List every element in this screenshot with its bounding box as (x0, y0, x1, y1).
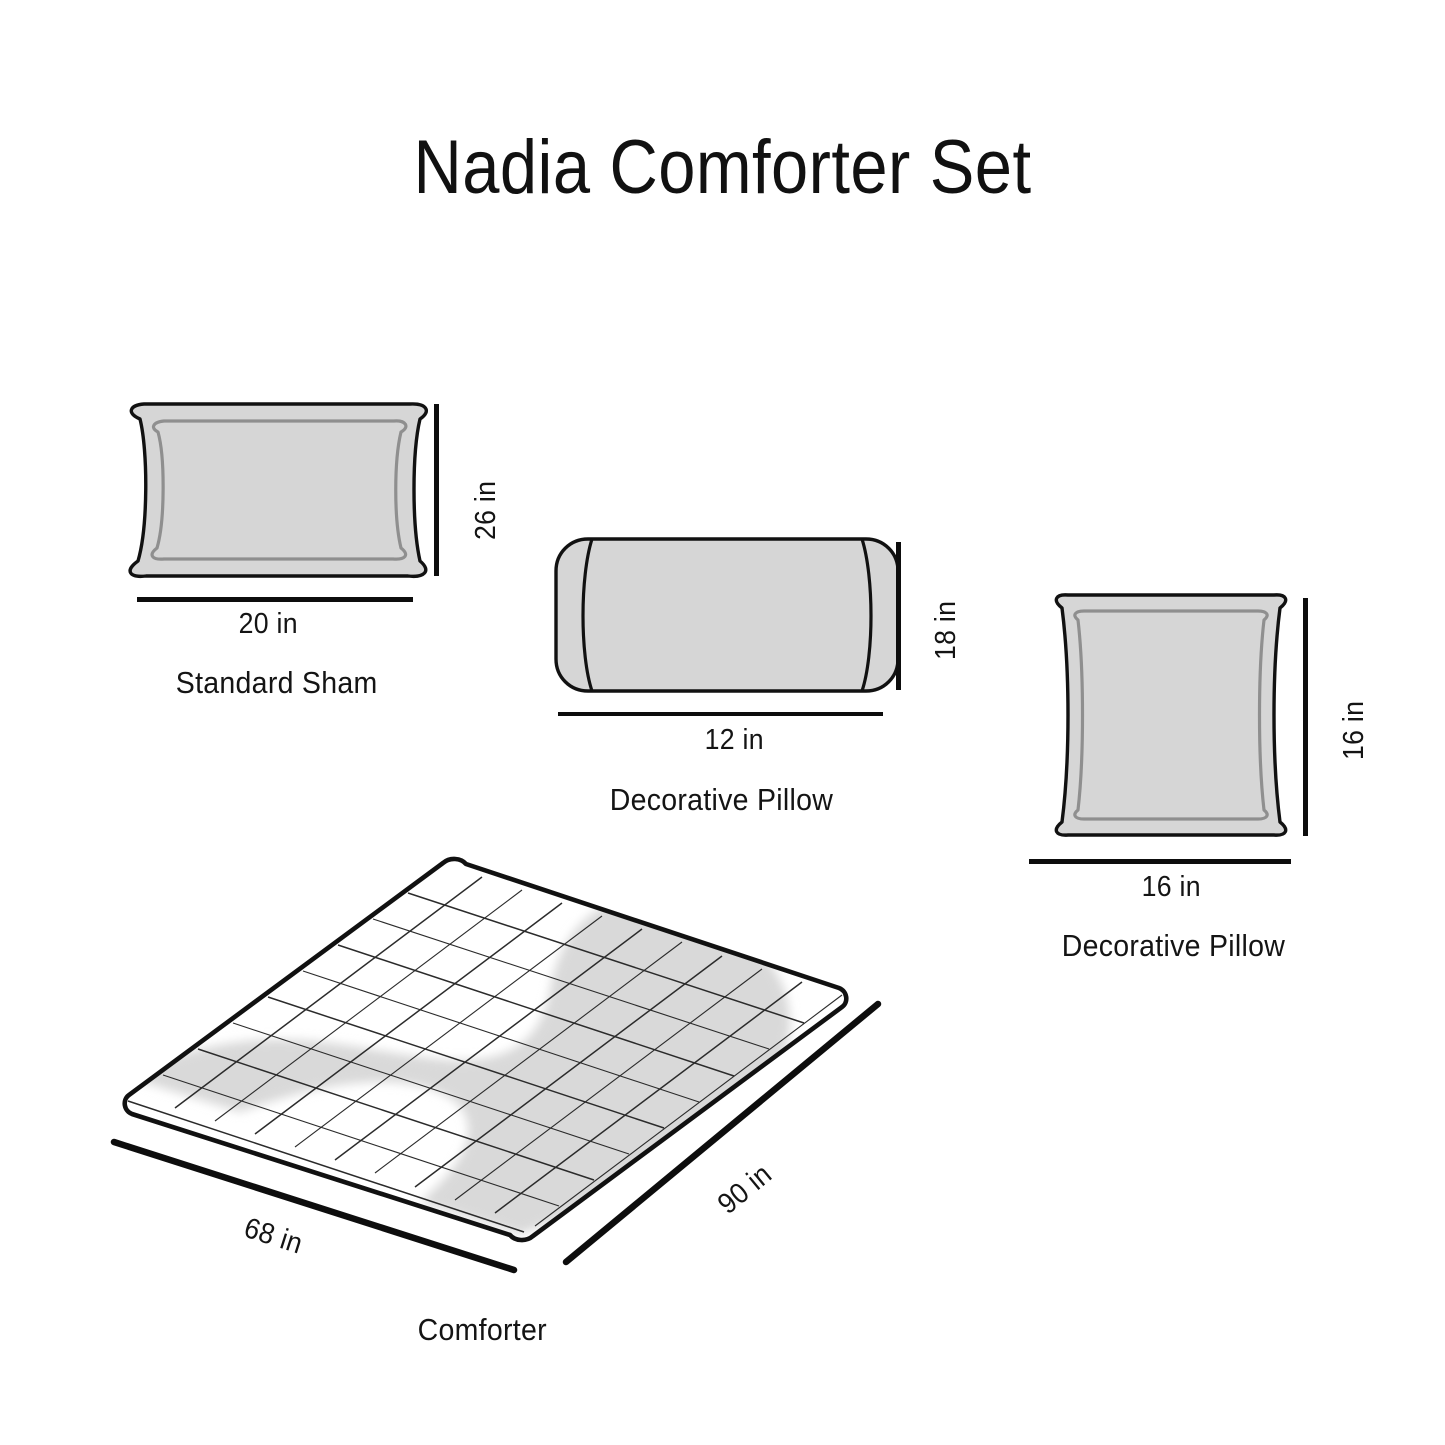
standard-sham-name-label: Standard Sham (175, 665, 378, 700)
comforter-outline (122, 856, 849, 1243)
standard-sham-height-label: 26 in (470, 480, 502, 540)
decorative-pillow-square-figure (1046, 590, 1296, 840)
decorative-pillow-bolster-name-label: Decorative Pillow (609, 782, 834, 817)
decorative-pillow-bolster-width-dimension-line (558, 712, 883, 716)
square-pillow-shape (1054, 593, 1288, 837)
standard-sham-figure (120, 395, 450, 585)
decorative-pillow-bolster-figure (552, 535, 902, 695)
standard-sham-width-label: 20 in (238, 608, 298, 640)
comforter-name-label: Comforter (417, 1312, 547, 1347)
comforter-figure (90, 830, 910, 1290)
decorative-pillow-square-name-label: Decorative Pillow (1061, 928, 1286, 963)
page-title: Nadia Comforter Set (413, 125, 1032, 210)
decorative-pillow-bolster-width-label: 12 in (704, 724, 764, 756)
decorative-pillow-square-height-dimension-line (1303, 598, 1308, 836)
bolster-pillow-shape (554, 537, 900, 693)
decorative-pillow-bolster-height-label: 18 in (930, 600, 962, 660)
decorative-pillow-square-width-label: 16 in (1141, 871, 1201, 903)
decorative-pillow-square-height-label: 16 in (1338, 700, 1370, 760)
standard-sham-height-dimension-line (434, 404, 439, 576)
comforter-height-dimension-line (562, 1000, 882, 1266)
decorative-pillow-bolster-height-dimension-line (896, 542, 901, 690)
comforter-shape (122, 856, 849, 1243)
standard-sham-shape (128, 402, 428, 579)
decorative-pillow-square-width-dimension-line (1029, 859, 1291, 864)
comforter-width-dimension-line (110, 1138, 518, 1274)
standard-sham-width-dimension-line (137, 597, 413, 602)
